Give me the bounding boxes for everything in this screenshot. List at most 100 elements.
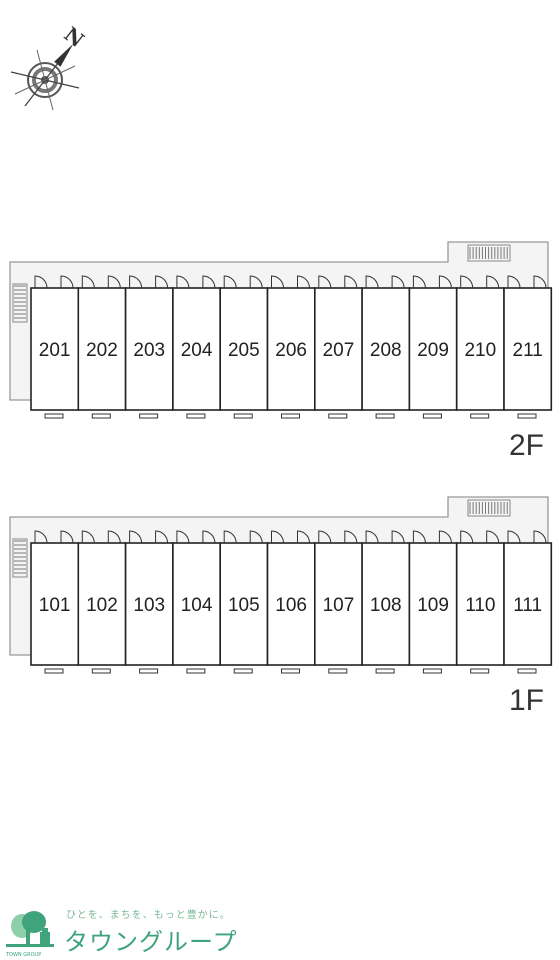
door-icon <box>81 530 95 544</box>
balcony-mark <box>281 668 300 674</box>
unit-box <box>408 287 458 411</box>
unit-number: 210 <box>464 340 496 361</box>
door-icon <box>412 530 426 544</box>
floor-label: 1F <box>509 684 544 717</box>
door-icon <box>34 275 48 289</box>
unit-210: 210 <box>455 275 505 419</box>
unit-203: 203 <box>124 275 174 419</box>
unit-104: 104 <box>172 530 221 674</box>
unit-box <box>172 542 221 666</box>
balcony-mark <box>517 413 537 419</box>
balcony-mark <box>375 413 395 419</box>
unit-number: 207 <box>323 340 355 361</box>
unit-number: 104 <box>181 595 213 616</box>
unit-number: 203 <box>133 340 165 361</box>
unit-number: 106 <box>275 595 307 616</box>
unit-206: 206 <box>266 275 316 419</box>
unit-number: 109 <box>417 595 449 616</box>
door-icon <box>533 530 547 544</box>
balcony-mark <box>233 668 253 674</box>
unit-box <box>124 542 174 666</box>
unit-number: 108 <box>370 595 402 616</box>
unit-number: 107 <box>323 595 355 616</box>
town-group-logo-icon <box>6 911 54 947</box>
compass: N <box>10 22 89 111</box>
unit-number: 202 <box>86 340 118 361</box>
door-icon <box>223 275 237 289</box>
unit-number: 201 <box>39 340 71 361</box>
balcony-mark <box>281 413 300 419</box>
unit-box <box>266 542 316 666</box>
unit-number: 208 <box>370 340 402 361</box>
unit-201: 201 <box>30 275 80 419</box>
door-icon <box>344 275 358 289</box>
unit-108: 108 <box>361 530 411 674</box>
unit-box <box>124 287 174 411</box>
unit-111: 111 <box>503 530 553 674</box>
door-icon <box>202 275 216 289</box>
unit-box <box>30 542 80 666</box>
unit-box <box>266 287 316 411</box>
unit-number: 103 <box>133 595 165 616</box>
door-icon <box>176 275 190 289</box>
unit-204: 204 <box>172 275 221 419</box>
balcony-mark <box>91 668 111 674</box>
unit-box <box>219 287 269 411</box>
unit-box <box>30 287 80 411</box>
brand-tagline: ひとを、まちを、もっと豊かに。 <box>66 910 231 921</box>
unit-number: 205 <box>228 340 260 361</box>
unit-number: 111 <box>513 595 542 616</box>
door-icon <box>249 275 263 289</box>
door-icon <box>460 530 474 544</box>
unit-number: 206 <box>275 340 307 361</box>
left-stair-icon <box>12 538 28 578</box>
door-icon <box>318 275 332 289</box>
unit-box <box>77 287 127 411</box>
door-icon <box>249 530 263 544</box>
door-icon <box>365 275 379 289</box>
balcony-mark <box>328 668 348 674</box>
door-icon <box>391 275 405 289</box>
balcony-mark <box>139 668 159 674</box>
brand-name: タウングループ <box>64 928 238 956</box>
unit-box <box>361 542 411 666</box>
unit-109: 109 <box>408 530 458 674</box>
door-icon <box>365 530 379 544</box>
door-icon <box>202 530 216 544</box>
unit-105: 105 <box>219 530 269 674</box>
unit-number: 105 <box>228 595 260 616</box>
door-icon <box>486 530 500 544</box>
door-icon <box>129 530 143 544</box>
door-icon <box>507 275 521 289</box>
door-icon <box>129 275 143 289</box>
unit-202: 202 <box>77 275 127 419</box>
balcony-mark <box>375 668 395 674</box>
door-icon <box>155 275 169 289</box>
unit-box <box>408 542 458 666</box>
balcony-mark <box>422 668 442 674</box>
balcony-mark <box>186 413 206 419</box>
door-icon <box>34 530 48 544</box>
door-icon <box>107 530 121 544</box>
left-stair-icon <box>12 283 28 323</box>
unit-107: 107 <box>313 530 363 674</box>
door-icon <box>297 530 310 544</box>
door-icon <box>176 530 190 544</box>
brand-logo-text: TOWN GROUP <box>6 952 42 958</box>
door-icon <box>438 275 452 289</box>
door-icon <box>507 530 521 544</box>
door-icon <box>486 275 500 289</box>
unit-number: 110 <box>465 595 495 616</box>
unit-205: 205 <box>219 275 269 419</box>
door-icon <box>412 275 426 289</box>
unit-211: 211 <box>503 275 553 419</box>
door-icon <box>271 275 284 289</box>
unit-207: 207 <box>313 275 363 419</box>
balcony-mark <box>44 413 64 419</box>
door-icon <box>223 530 237 544</box>
door-icon <box>533 275 547 289</box>
balcony-mark <box>517 668 537 674</box>
right-stair-icon <box>467 244 511 262</box>
